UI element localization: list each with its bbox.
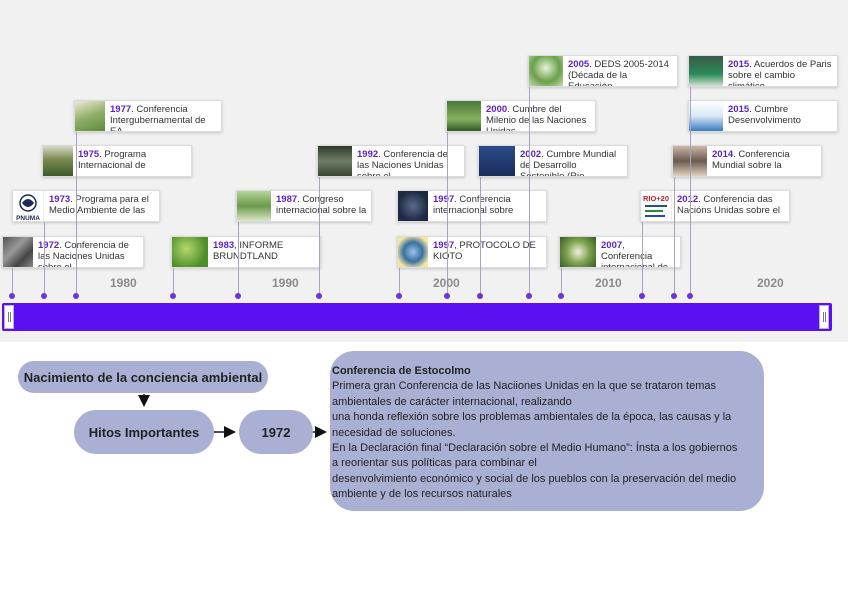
flow-arrows: [0, 0, 848, 600]
